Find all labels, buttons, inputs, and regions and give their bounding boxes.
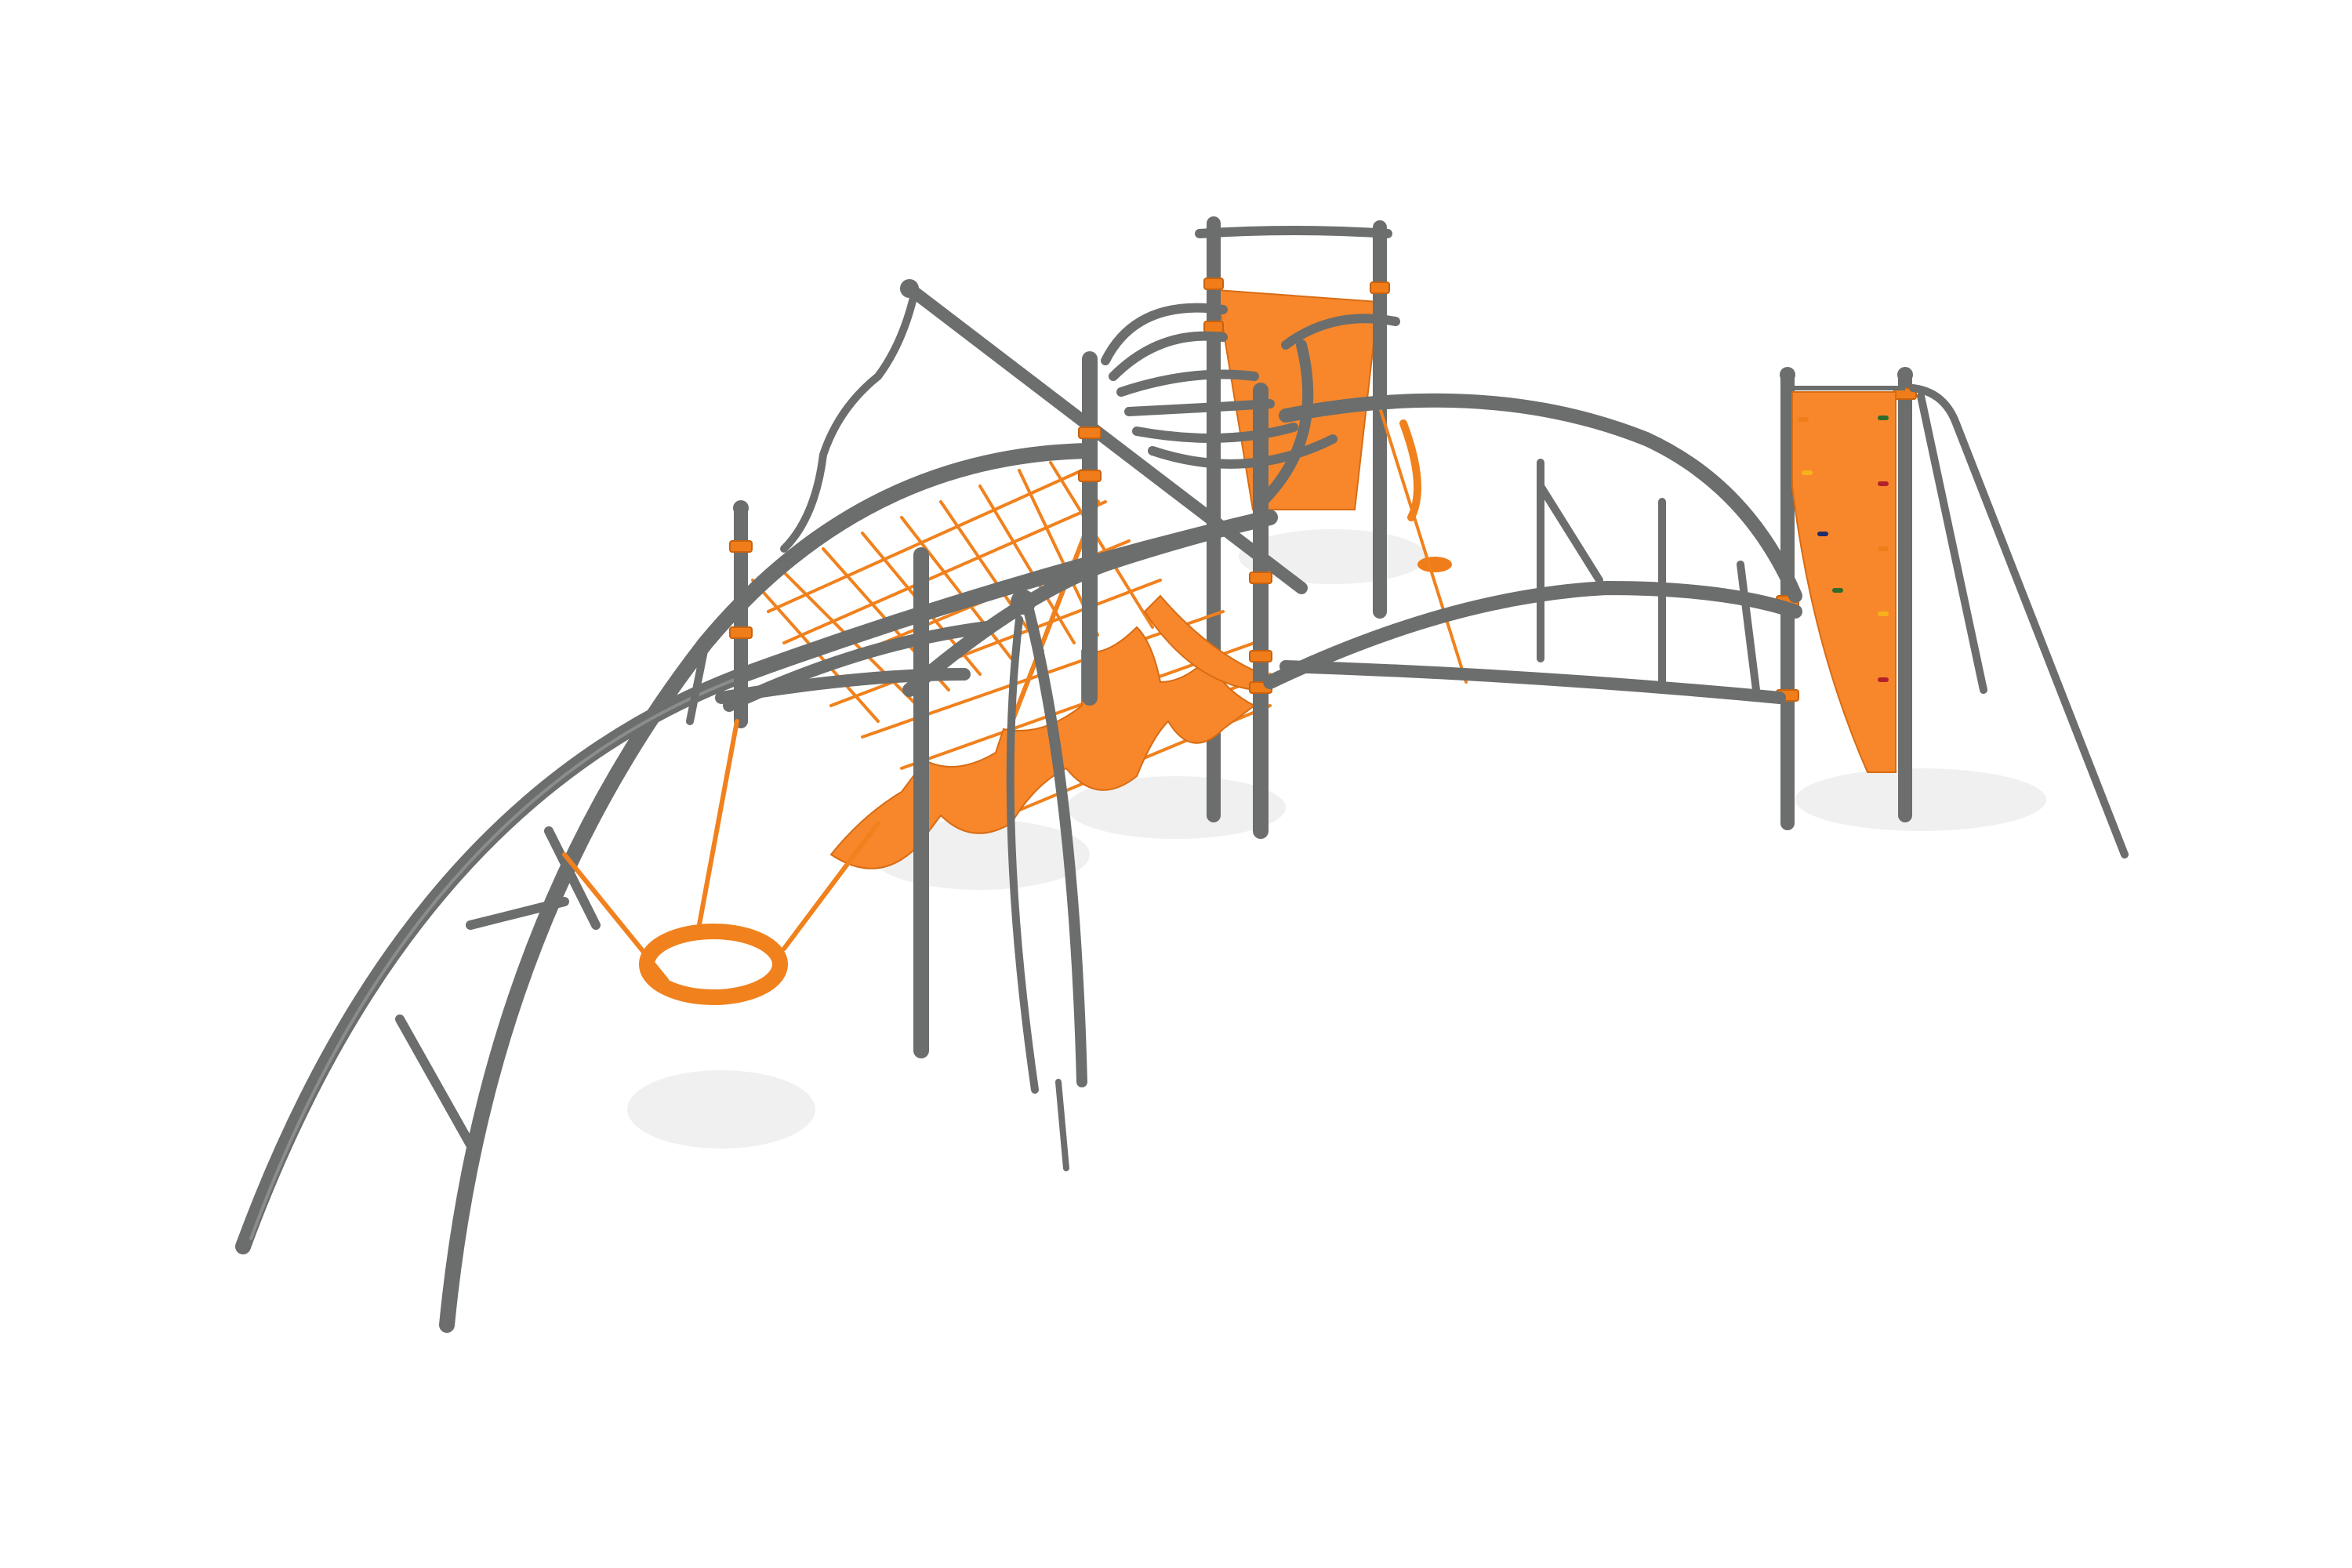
posts: [729, 351, 1917, 1058]
left-stub: [686, 639, 710, 725]
diagonal-pole: [780, 279, 1308, 594]
monkey-bars: [1101, 303, 1400, 507]
rear-ring: [1378, 406, 1468, 684]
ring-swing: [562, 719, 880, 1005]
right-arch: [1263, 393, 1802, 704]
hanging-bar: [1006, 590, 1087, 1171]
rear-panel: [1195, 216, 1392, 822]
climbing-wall: [1788, 384, 2129, 858]
left-arch: [235, 443, 1278, 1333]
